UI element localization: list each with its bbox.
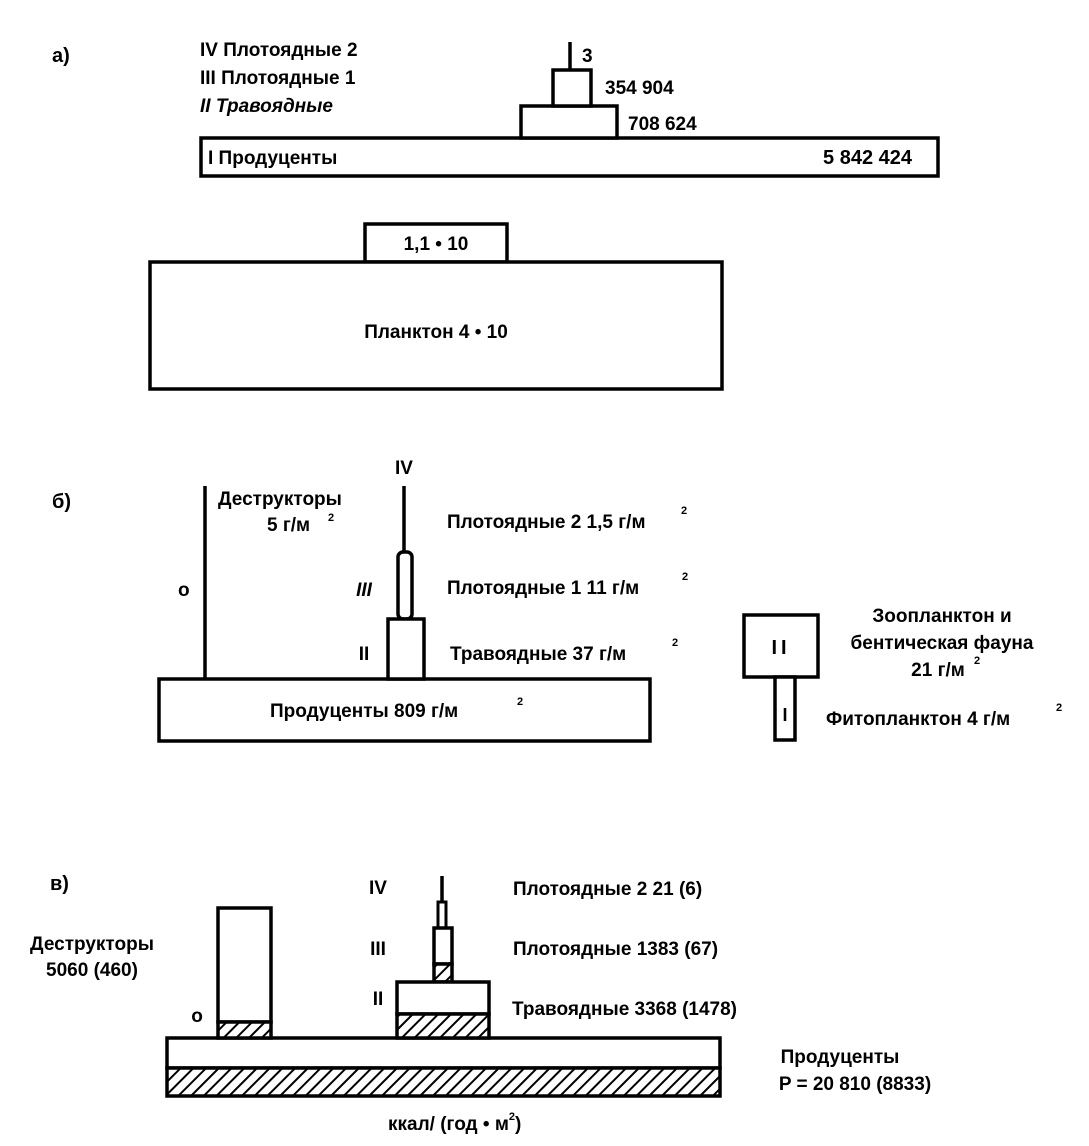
plankton-top-bar bbox=[363, 222, 509, 264]
producers-unit-sup: 2 bbox=[517, 696, 523, 708]
roman-iv: IV bbox=[369, 878, 387, 899]
producers-bar bbox=[199, 136, 940, 178]
roman-iv: IV bbox=[395, 458, 413, 479]
carnivores-2-label: Плотоядные 2 21 (6) bbox=[513, 879, 702, 900]
zooplankton-level: II bbox=[771, 637, 790, 659]
panel-v-label: в) bbox=[50, 873, 69, 895]
carnivores-2-label: Плотоядные 2 1,5 г/м bbox=[447, 512, 646, 533]
decomposers-unit-sup: 2 bbox=[328, 512, 334, 524]
panel-b: б) Продуценты 809 г/м 2 о Деструкторы 5 … bbox=[52, 458, 1062, 743]
zooplankton-label-line2: бентическая фауна bbox=[851, 633, 1034, 654]
zooplankton-unit-sup: 2 bbox=[974, 655, 980, 667]
decomposers-value: 5060 (460) bbox=[46, 960, 138, 981]
legend-herbivores: II Травоядные bbox=[200, 96, 333, 117]
carnivores-1-label: Плотоядные 1 11 г/м bbox=[447, 578, 639, 599]
legend-carnivores-2: IV Плотоядные 2 bbox=[200, 40, 358, 61]
producers-value: P = 20 810 (8833) bbox=[779, 1074, 931, 1095]
phytoplankton-level: I bbox=[782, 705, 787, 725]
producers-value: 5 842 424 bbox=[823, 147, 913, 169]
decomposers-net-bar bbox=[216, 1020, 273, 1040]
producers-label: Продуценты 809 г/м bbox=[270, 701, 458, 722]
panel-v: в) Продуценты P = 20 810 (8833) Деструкт… bbox=[30, 873, 931, 1135]
decomposers-level: о bbox=[178, 580, 190, 601]
decomposers-name: Деструкторы bbox=[218, 489, 342, 510]
roman-iii: III bbox=[356, 580, 373, 601]
carnivores-1-bar bbox=[551, 68, 593, 108]
roman-iii: III bbox=[370, 939, 386, 960]
producers-label: I Продуценты bbox=[208, 148, 337, 169]
producers-gross-bar bbox=[165, 1036, 722, 1070]
phytoplankton-label: Фитопланктон 4 г/м bbox=[826, 709, 1010, 730]
producers-net-bar bbox=[165, 1066, 722, 1098]
roman-ii: II bbox=[359, 644, 370, 665]
carnivores-2-box bbox=[436, 900, 448, 930]
plankton-base-label: Планктон 4 • 10 bbox=[364, 322, 508, 343]
carnivores-1-value: 354 904 bbox=[605, 78, 674, 99]
carnivores-1-net-bar bbox=[432, 962, 454, 984]
herbivores-unit-sup: 2 bbox=[672, 637, 678, 649]
carnivores-2-unit-sup: 2 bbox=[681, 505, 687, 517]
plankton-base-bar bbox=[148, 260, 724, 391]
herbivores-bar bbox=[386, 617, 426, 681]
herbivores-label: Травоядные 3368 (1478) bbox=[512, 999, 737, 1020]
decomposers-level: о bbox=[191, 1006, 203, 1027]
carnivores-1-unit-sup: 2 bbox=[682, 571, 688, 583]
herbivores-gross-bar bbox=[395, 980, 491, 1016]
producers-bar bbox=[157, 677, 652, 743]
zooplankton-label-line1: Зоопланктон и bbox=[872, 606, 1011, 627]
carnivores-1-label: Плотоядные 1383 (67) bbox=[513, 939, 718, 960]
producers-name: Продуценты bbox=[781, 1047, 900, 1068]
decomposers-value: 5 г/м bbox=[267, 515, 310, 536]
legend-carnivores-1: III Плотоядные 1 bbox=[200, 68, 356, 89]
roman-ii: II bbox=[373, 989, 384, 1010]
units-label: ккал/ (год • м2) bbox=[388, 1111, 521, 1135]
herbivores-bar bbox=[519, 104, 619, 140]
panel-a: а) IV Плотоядные 2 III Плотоядные 1 II Т… bbox=[52, 40, 940, 391]
herbivores-net-bar bbox=[395, 1012, 491, 1040]
decomposers-name: Деструкторы bbox=[30, 934, 154, 955]
plankton-top-label: 1,1 • 10 bbox=[404, 234, 469, 255]
zooplankton-value: 21 г/м bbox=[911, 660, 965, 681]
herbivores-value: 708 624 bbox=[628, 114, 697, 135]
panel-b-label: б) bbox=[52, 491, 71, 513]
phytoplankton-bar bbox=[773, 675, 797, 742]
panel-a-label: а) bbox=[52, 45, 70, 67]
phytoplankton-unit-sup: 2 bbox=[1056, 702, 1062, 714]
carnivores-1-gross-bar bbox=[432, 926, 454, 966]
carnivores-1-bar bbox=[396, 550, 414, 621]
carnivores-2-value: 3 bbox=[582, 46, 593, 67]
decomposers-gross-bar bbox=[216, 906, 273, 1024]
herbivores-label: Травоядные 37 г/м bbox=[450, 644, 626, 665]
